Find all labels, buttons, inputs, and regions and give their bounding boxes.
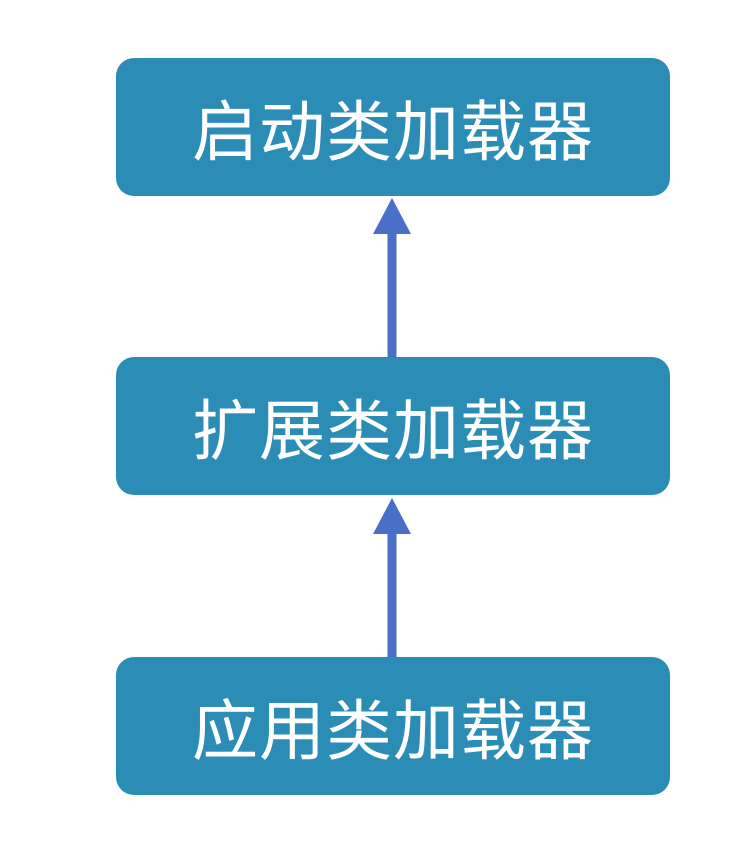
application-classloader-label: 应用类加载器 — [192, 693, 594, 770]
arrow-extension-to-bootstrap — [373, 198, 411, 357]
application-classloader-node: 应用类加载器 — [116, 657, 670, 795]
bootstrap-classloader-node: 启动类加载器 — [116, 58, 670, 196]
arrow-application-to-extension — [373, 498, 411, 657]
extension-classloader-label: 扩展类加载器 — [192, 393, 594, 470]
extension-classloader-node: 扩展类加载器 — [116, 357, 670, 495]
bootstrap-classloader-label: 启动类加载器 — [192, 94, 594, 171]
